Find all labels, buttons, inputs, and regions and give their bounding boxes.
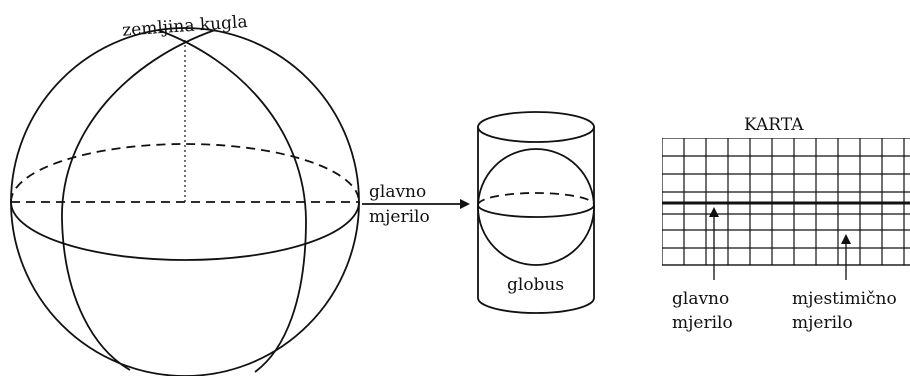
globe-label: globus: [507, 275, 564, 295]
map-grid: [662, 138, 910, 266]
cylinder-bottom: [477, 297, 595, 314]
earth-label: zemljina kugla: [122, 12, 249, 41]
earth-sphere: zemljina kugla: [10, 12, 360, 376]
map-main-scale-line1: glavno: [672, 289, 729, 309]
meridian-left: [61, 29, 216, 371]
map-title: KARTA: [744, 115, 804, 135]
globe-equator-back: [477, 192, 595, 206]
globe-cylinder: globus: [477, 111, 595, 314]
map-grid-group: KARTA glav: [662, 115, 910, 333]
globe-circle: [477, 148, 595, 266]
globe-equator-front: [477, 204, 595, 218]
meridian-right: [157, 29, 307, 373]
main-scale-label-line2: mjerilo: [369, 207, 430, 227]
equator-front: [10, 201, 360, 261]
equator-back: [10, 143, 360, 203]
map-main-scale-line2: mjerilo: [672, 313, 733, 333]
cylinder-top: [477, 111, 595, 143]
local-scale-line1: mjestimično: [792, 289, 897, 309]
local-scale-line2: mjerilo: [792, 313, 853, 333]
main-scale-arrow-group: glavno mjerilo: [362, 182, 470, 227]
main-scale-label-line1: glavno: [369, 182, 426, 202]
